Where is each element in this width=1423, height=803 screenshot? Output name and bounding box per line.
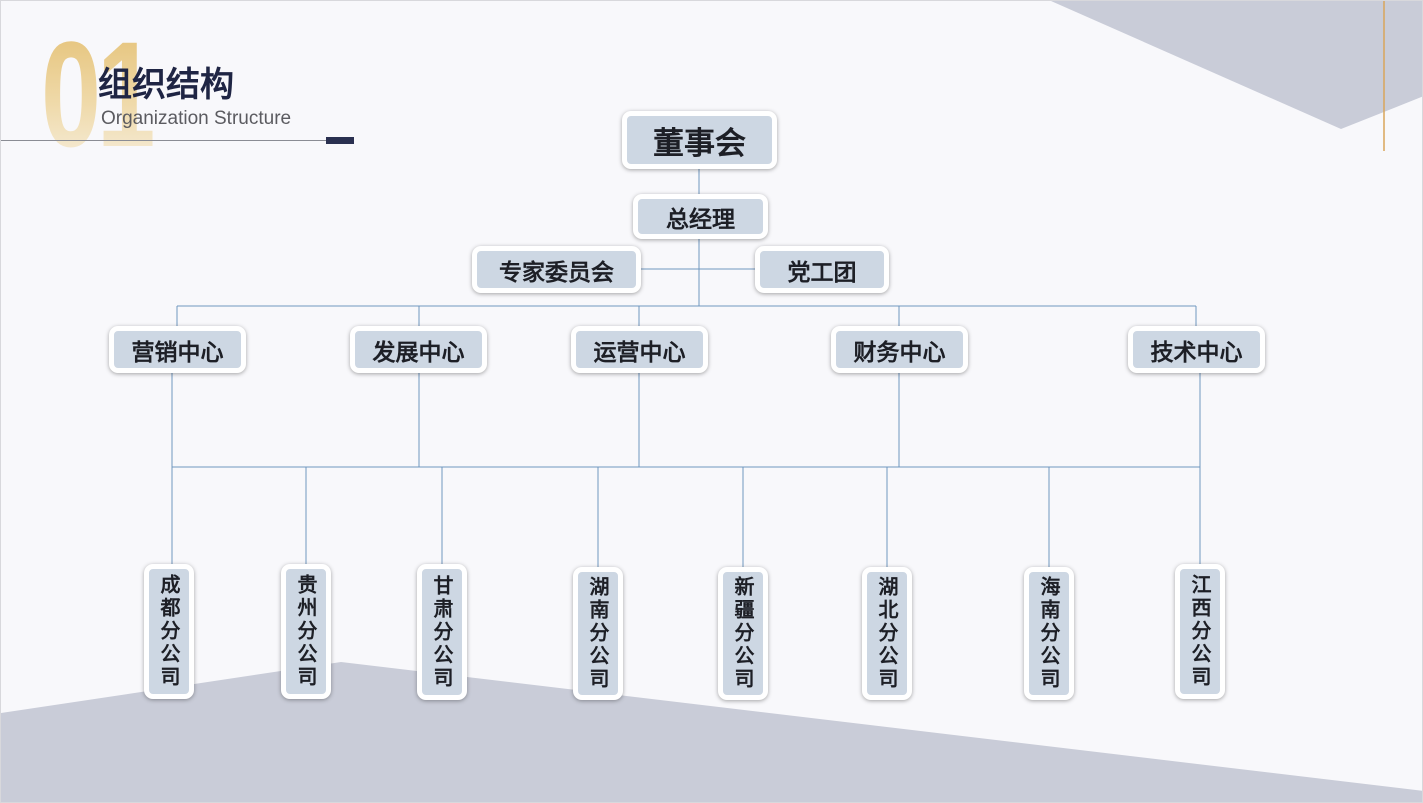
node-center-3: 运营中心: [571, 326, 708, 373]
node-branch-4: 湖南分公司: [573, 567, 623, 700]
node-party-union: 党工团: [755, 246, 889, 293]
node-center-2: 发展中心: [350, 326, 487, 373]
section-number: 01: [41, 10, 157, 178]
node-branch-6: 湖北分公司: [862, 567, 912, 700]
node-branch-2: 贵州分公司: [281, 564, 331, 699]
node-branch-1: 成都分公司: [144, 564, 194, 699]
node-branch-5: 新疆分公司: [718, 567, 768, 700]
node-expert-committee: 专家委员会: [472, 246, 641, 293]
title-rule: [1, 140, 326, 141]
bottom-shape: [1, 662, 1422, 802]
node-general-manager: 总经理: [633, 194, 768, 239]
node-branch-8: 江西分公司: [1175, 564, 1225, 699]
node-center-5: 技术中心: [1128, 326, 1265, 373]
top-right-shape: [1051, 1, 1422, 129]
node-center-4: 财务中心: [831, 326, 968, 373]
node-branch-7: 海南分公司: [1024, 567, 1074, 700]
node-center-1: 营销中心: [109, 326, 246, 373]
page-subtitle: Organization Structure: [101, 108, 292, 129]
page-title: 组织结构: [98, 65, 234, 105]
node-branch-3: 甘肃分公司: [417, 564, 467, 700]
title-rule-bar: [326, 137, 354, 144]
node-board: 董事会: [622, 111, 777, 169]
